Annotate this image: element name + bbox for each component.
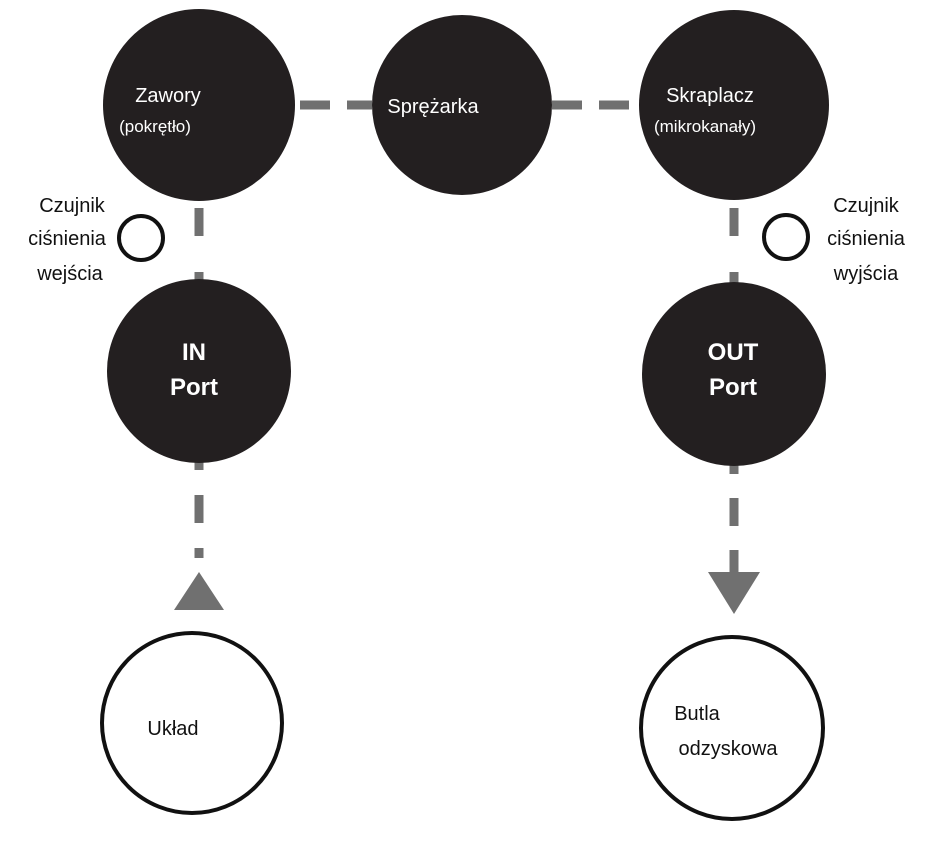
in-port-line1: IN: [182, 339, 206, 366]
inlet-sensor-line1: Czujnik: [39, 195, 106, 217]
outlet-sensor-line3: wyjścia: [833, 263, 899, 285]
outlet-sensor-line1: Czujnik: [833, 195, 900, 217]
triangle-down-icon: [708, 572, 760, 614]
triangle-up-icon: [174, 572, 224, 610]
inlet-sensor-line2: ciśnienia: [28, 228, 107, 250]
inlet-sensor-line3: wejścia: [36, 263, 103, 285]
circle-outline-icon: [117, 214, 165, 262]
valves-subtitle: (pokrętło): [119, 117, 191, 136]
in-port-line2: Port: [170, 374, 218, 401]
recovery-bottle-line2: odzyskowa: [679, 738, 779, 760]
out-port-line2: Port: [709, 374, 757, 401]
out-port-line1: OUT: [708, 339, 759, 366]
node-in-port: IN Port: [107, 279, 291, 463]
condenser-subtitle: (mikrokanały): [654, 117, 756, 136]
recovery-bottle-line1: Butla: [674, 703, 720, 725]
node-compressor: Sprężarka: [372, 15, 552, 195]
inlet-pressure-sensor: Czujnik ciśnienia wejścia: [28, 195, 165, 285]
node-condenser: Skraplacz (mikrokanały): [639, 10, 829, 200]
node-out-port: OUT Port: [642, 282, 826, 466]
outlet-sensor-line2: ciśnienia: [827, 228, 906, 250]
circle-outline-icon: [762, 213, 810, 261]
compressor-title: Sprężarka: [387, 96, 479, 118]
outlet-pressure-sensor: Czujnik ciśnienia wyjścia: [762, 195, 906, 285]
node-valves: Zawory (pokrętło): [103, 9, 295, 201]
node-recovery-bottle: Butla odzyskowa: [639, 635, 825, 821]
connectors: [194, 100, 739, 578]
valves-title: Zawory: [135, 85, 201, 107]
system-title: Układ: [147, 718, 198, 740]
condenser-title: Skraplacz: [666, 85, 754, 107]
node-system: Układ: [100, 631, 284, 815]
